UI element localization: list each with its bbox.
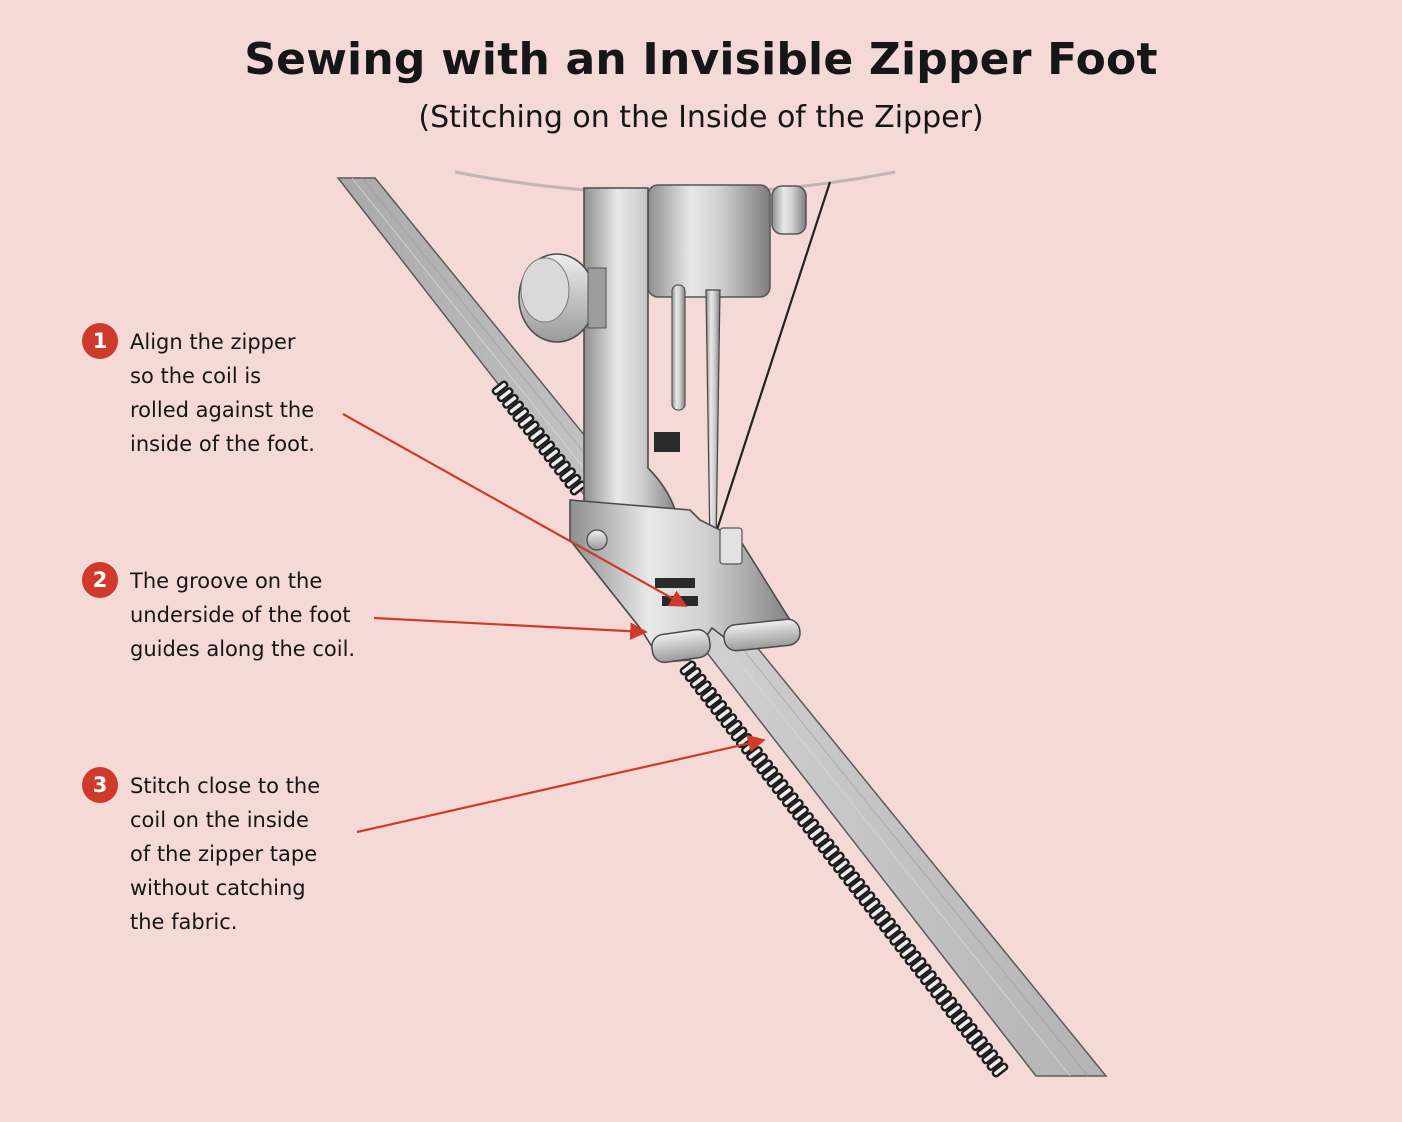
coil-tooth <box>817 838 835 854</box>
coil-tooth <box>684 667 702 683</box>
coil-tooth <box>496 387 514 403</box>
coil-tooth <box>914 963 932 979</box>
coil-tooth <box>502 393 519 409</box>
coil-tooth <box>838 864 855 880</box>
coil-tooth <box>986 1055 1004 1071</box>
coil-tooth <box>512 407 530 423</box>
coil-tooth <box>807 825 825 841</box>
step-3-badge: 3 <box>82 767 118 803</box>
coil-tooth <box>920 970 937 986</box>
coil-tooth <box>904 950 922 966</box>
coil-tooth <box>694 680 712 696</box>
coil-tooth <box>751 752 768 768</box>
step-1-badge: 1 <box>82 323 118 359</box>
coil-tooth <box>715 706 733 722</box>
coil-tooth <box>848 878 866 893</box>
coil-tooth <box>894 937 912 953</box>
coil-tooth <box>981 1049 999 1065</box>
coil-tooth <box>528 427 545 443</box>
coil-tooth <box>879 917 896 933</box>
coil-tooth <box>548 453 566 469</box>
step-2-text: The groove on the underside of the foot … <box>130 569 356 661</box>
coil-tooth <box>991 1062 1009 1078</box>
coil-tooth <box>710 700 728 715</box>
coil-tooth <box>802 818 820 834</box>
coil-tooth <box>543 447 561 463</box>
coil-tooth <box>950 1009 968 1025</box>
coil-tooth <box>827 851 845 867</box>
coil-tooth <box>971 1036 988 1052</box>
coil-tooth <box>689 673 707 689</box>
coil-tooth <box>771 779 789 795</box>
coil-tooth <box>522 420 540 436</box>
coil-tooth <box>955 1016 973 1032</box>
coil-tooth <box>925 976 942 992</box>
coil-tooth <box>909 957 927 973</box>
coil-tooth <box>781 792 799 808</box>
coil-tooth <box>725 719 743 735</box>
coil-tooth <box>761 765 779 781</box>
coil-tooth <box>868 904 886 920</box>
coil-tooth <box>756 759 774 775</box>
coil-tooth <box>822 845 840 860</box>
page-title: Sewing with an Invisible Zipper Foot <box>244 34 1158 85</box>
coil-tooth <box>517 413 535 429</box>
coil-tooth <box>899 943 917 959</box>
coil-tooth <box>889 930 907 946</box>
step-2-badge: 2 <box>82 562 118 598</box>
coil-tooth <box>930 983 947 999</box>
thread <box>710 181 832 546</box>
step-1-text: Align the zipper so the coil is rolled a… <box>130 330 315 456</box>
callout-arrow-1 <box>342 413 688 607</box>
coil-tooth <box>491 380 509 396</box>
coil-tooth <box>720 713 738 729</box>
zipper-coil-lower <box>679 660 1009 1078</box>
coil-tooth <box>966 1029 983 1045</box>
coil-tooth <box>853 884 871 900</box>
coil-tooth <box>976 1042 994 1058</box>
coil-tooth <box>863 897 881 913</box>
needle-clamp <box>647 184 771 298</box>
coil-tooth <box>874 910 891 926</box>
coil-tooth <box>776 785 794 801</box>
coil-tooth <box>766 772 784 788</box>
zipper-coil-upper <box>491 380 587 496</box>
coil-tooth <box>940 996 958 1012</box>
coil-tooth <box>705 693 722 709</box>
coil-tooth <box>884 924 901 940</box>
callout-arrow-2 <box>373 616 648 640</box>
coil-tooth <box>833 858 850 874</box>
coil-tooth <box>843 871 861 887</box>
coil-tooth <box>960 1023 978 1038</box>
thread-guide-screw <box>771 185 807 235</box>
coil-tooth <box>792 805 809 821</box>
coil-tooth <box>787 798 804 814</box>
step-3-text: Stitch close to the coil on the inside o… <box>130 774 321 934</box>
coil-tooth <box>559 467 576 483</box>
coil-tooth <box>797 812 814 828</box>
coil-tooth <box>533 433 550 449</box>
coil-tooth <box>945 1003 963 1019</box>
coil-tooth <box>507 400 524 416</box>
callout-arrow-3 <box>356 734 766 834</box>
coil-tooth <box>538 440 556 456</box>
coil-tooth <box>935 990 953 1005</box>
coil-tooth <box>730 726 748 742</box>
coil-tooth <box>858 891 876 907</box>
coil-tooth <box>700 686 717 702</box>
coil-tooth <box>812 831 830 847</box>
coil-tooth <box>554 460 571 476</box>
page-subtitle: (Stitching on the Inside of the Zipper) <box>418 100 984 135</box>
coil-tooth <box>679 660 697 676</box>
coil-tooth <box>564 473 582 489</box>
